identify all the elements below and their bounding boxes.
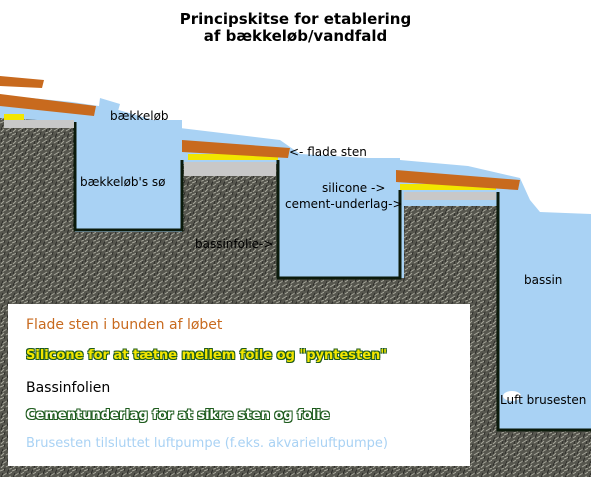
silicone-seal-3 — [400, 184, 496, 190]
liner-upper-pond — [73, 122, 184, 232]
page-title: Principskitse for etablering — [179, 10, 412, 28]
cement-underlay-2 — [184, 162, 276, 176]
upper-pond — [75, 120, 182, 232]
page-subtitle: af bækkeløb/vandfald — [203, 27, 388, 45]
silicone-seal-2 — [188, 154, 278, 160]
label-basin: bassin — [524, 273, 562, 287]
legend-item-cement: Cementunderlag for at sikre sten og foli… — [26, 408, 330, 423]
liner-basin — [496, 192, 591, 432]
label-cement: cement-underlag-> — [285, 197, 403, 211]
air-stone — [503, 391, 521, 401]
label-liner: bassinfolie-> — [195, 237, 273, 251]
flat-stone-2 — [0, 94, 96, 116]
label-flat-stone: <- flade sten — [289, 145, 367, 159]
label-pond: bækkeløb's sø — [80, 175, 166, 189]
legend-item-silicone: Silicone for at tætne mellem foile og "p… — [26, 348, 388, 363]
flat-stone-3 — [182, 140, 290, 158]
liner-middle-pond — [276, 160, 402, 280]
flat-stone-1 — [0, 76, 44, 88]
cement-underlay-3 — [404, 192, 496, 200]
label-silicone: silicone -> — [322, 181, 385, 195]
cement-underlay-1 — [4, 120, 74, 128]
silicone-seal-1 — [4, 114, 24, 120]
flat-stone-4 — [396, 170, 520, 190]
legend-item-flat-stones: Flade sten i bunden af løbet — [26, 317, 223, 333]
legend: Flade sten i bunden af løbet Silicone fo… — [8, 304, 470, 466]
middle-pond — [278, 158, 400, 278]
legend-item-liner: Bassinfolien — [26, 380, 111, 396]
label-air-stone: Luft brusesten — [500, 393, 586, 407]
legend-item-air-stone: Brusesten tilsluttet luftpumpe (f.eks. a… — [26, 436, 388, 451]
label-stream: bækkeløb — [110, 109, 169, 123]
